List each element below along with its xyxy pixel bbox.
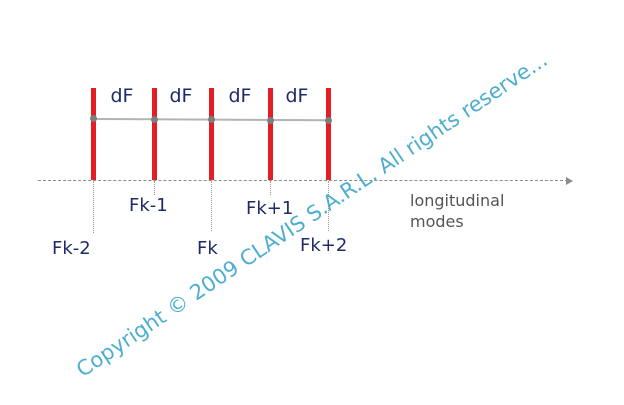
mode-drop-line	[154, 181, 155, 195]
mode-line-fk-1	[152, 88, 157, 180]
spacing-label: dF	[110, 85, 134, 107]
node-dot	[325, 117, 332, 124]
mode-drop-line	[93, 181, 94, 233]
spacing-label: dF	[228, 85, 252, 107]
axis-label-line2: modes	[410, 212, 464, 231]
mode-label-fk+2: Fk+2	[300, 235, 348, 256]
mode-drop-line	[270, 181, 271, 195]
node-dot	[151, 116, 158, 123]
axis-arrow-icon	[566, 177, 573, 185]
mode-line-fk+2	[326, 88, 331, 180]
axis-label: longitudinal modes	[410, 190, 504, 232]
mode-label-fk+1: Fk+1	[246, 198, 294, 219]
node-dot	[90, 115, 97, 122]
mode-label-fk: Fk	[197, 238, 218, 259]
mode-label-fk-1: Fk-1	[129, 195, 168, 216]
mode-line-fk+1	[268, 88, 273, 180]
axis-label-line1: longitudinal	[410, 191, 505, 210]
mode-drop-line	[211, 181, 212, 231]
spacing-label: dF	[169, 85, 193, 107]
mode-drop-line	[328, 181, 329, 231]
frequency-axis	[38, 180, 568, 181]
mode-line-fk-2	[91, 88, 96, 180]
spacing-label: dF	[285, 85, 309, 107]
node-dot	[267, 117, 274, 124]
mode-label-fk-2: Fk-2	[52, 238, 91, 259]
node-dot	[208, 116, 215, 123]
mode-line-fk	[209, 88, 214, 180]
